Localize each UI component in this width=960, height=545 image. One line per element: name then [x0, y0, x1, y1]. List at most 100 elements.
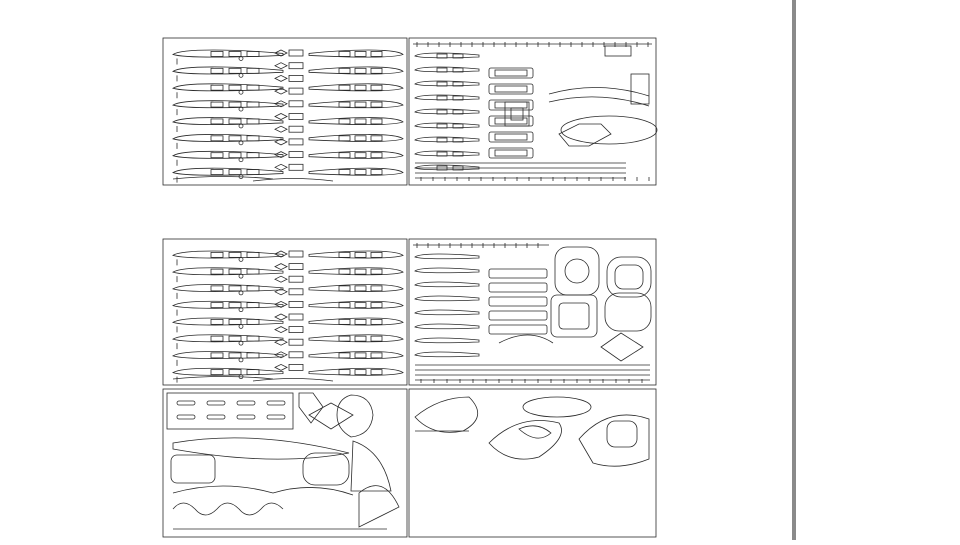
lightening-hole [370, 352, 383, 359]
former-frame [488, 131, 534, 143]
lightening-hole [246, 51, 260, 57]
lightening-hole [338, 352, 351, 359]
gusset [274, 74, 288, 82]
lightening-hole [246, 369, 260, 376]
spar-hole [238, 273, 244, 279]
fuselage-former [414, 66, 480, 73]
lightening-hole [338, 302, 351, 309]
lightening-hole [338, 318, 351, 325]
lightening-hole [370, 285, 383, 292]
gusset [274, 288, 288, 296]
lightening-hole [210, 285, 224, 292]
lightening-hole [354, 285, 367, 292]
former-cutout [558, 302, 590, 330]
former-round [604, 292, 652, 332]
small-part [288, 263, 304, 271]
lightening-hole [210, 51, 224, 57]
lightening-hole [354, 152, 367, 159]
gusset [274, 151, 288, 159]
former-frame [488, 268, 548, 279]
lightening-hole [210, 318, 224, 325]
hole [436, 95, 448, 101]
lightening-hole [246, 268, 260, 275]
rib-left [172, 117, 284, 125]
small-plate [604, 45, 632, 57]
curved-strip [548, 87, 650, 97]
tail-parts-sheet [408, 388, 657, 538]
small-part [288, 326, 304, 334]
slot [236, 414, 256, 420]
lightening-hole [338, 118, 351, 125]
tail-cutout [606, 420, 638, 448]
spar-hole [238, 56, 244, 61]
lightening-hole [228, 51, 242, 57]
lightening-hole [210, 152, 224, 159]
stabilizer-frame [488, 420, 562, 460]
spar-hole [238, 340, 244, 346]
hole [436, 53, 448, 59]
lightening-hole [338, 84, 351, 91]
small-part [288, 300, 304, 308]
hole [452, 95, 464, 101]
rib-left [172, 134, 284, 142]
small-part [288, 351, 304, 359]
lightening-hole [210, 101, 224, 108]
lightening-hole [228, 251, 242, 258]
lightening-hole [228, 135, 242, 142]
sheet-border [162, 238, 408, 386]
hole [436, 67, 448, 73]
lightening-hole [210, 67, 224, 74]
lightening-hole [210, 268, 224, 275]
lightening-hole [370, 67, 383, 74]
small-part [288, 87, 304, 95]
spar-strip [172, 176, 274, 180]
upper-fuselage-parts-sheet [408, 37, 658, 186]
sheet-border [162, 388, 408, 538]
lightening-hole [210, 84, 224, 91]
gusset [274, 138, 288, 146]
rib-left [172, 267, 284, 276]
lightening-hole [370, 369, 383, 376]
lightening-hole [228, 285, 242, 292]
lightening-hole [338, 285, 351, 292]
gusset [274, 300, 288, 308]
hatch [558, 123, 612, 147]
page-edge-divider[interactable] [792, 0, 796, 540]
lightening-hole [228, 268, 242, 275]
gusset [274, 338, 288, 346]
gusset [274, 125, 288, 133]
lightening-hole [338, 268, 351, 275]
rib-right [308, 284, 404, 292]
lightening-hole [354, 67, 367, 74]
lightening-hole [354, 268, 367, 275]
rib-right [308, 167, 404, 176]
rudder-outline [522, 396, 592, 418]
small-part [288, 100, 304, 108]
fuselage-former [414, 94, 480, 101]
rib-right [308, 367, 404, 376]
spar-hole [238, 357, 244, 363]
hole [436, 123, 448, 129]
long-strip [172, 485, 354, 496]
lightening-hole [354, 369, 367, 376]
lightening-hole [210, 251, 224, 258]
rib-right [308, 150, 404, 159]
lightening-hole [228, 335, 242, 342]
lightening-hole [210, 302, 224, 309]
lightening-hole [370, 302, 383, 309]
lightening-hole [228, 118, 242, 125]
gusset [274, 163, 288, 171]
firewall-former [554, 246, 600, 296]
lightening-hole [246, 318, 260, 325]
spar-hole [238, 140, 244, 146]
rib-right [308, 49, 404, 58]
spar-strip [172, 376, 274, 380]
gusset [274, 326, 288, 334]
lightening-hole [246, 118, 260, 125]
slot [206, 414, 226, 420]
plate [630, 73, 650, 105]
slot [176, 400, 196, 406]
diamond-former [600, 332, 644, 362]
spar-hole [238, 307, 244, 313]
lightening-hole [228, 352, 242, 359]
